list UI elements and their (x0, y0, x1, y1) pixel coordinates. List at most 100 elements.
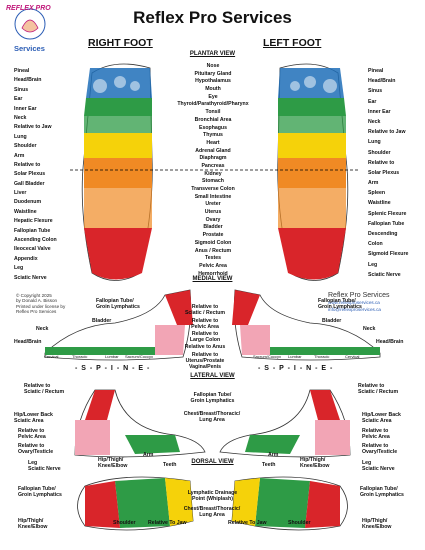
diagram-label: Shoulder (368, 149, 391, 156)
diagram-label: Anus / Rectum (194, 247, 232, 254)
lateral-view-heading: LATERAL VIEW (190, 373, 235, 379)
diagram-label: Thymus (203, 132, 223, 139)
diagram-label: Waistline (368, 200, 391, 207)
diagram-label: Leg (14, 265, 24, 272)
brand-url: www.reflexproservices.ca (328, 300, 380, 305)
diagram-label: Bronchial Area (194, 116, 232, 123)
left-foot-plantar (277, 63, 349, 281)
logo (8, 6, 52, 55)
copyright-line: Printed under license by (16, 303, 66, 309)
dorsal-shoulder-right: Shoulder (288, 520, 311, 526)
diagram-label: Lung (368, 139, 381, 146)
plantar-view-heading: PLANTAR VIEW (189, 51, 236, 57)
diagram-label: Relative to (14, 161, 41, 168)
diagram-label: Pineal (14, 68, 30, 74)
brand-name: Reflex Pro Services (328, 292, 390, 299)
diagram-label: Pineal (368, 68, 384, 74)
diagram-label: Neck (368, 118, 381, 125)
medial-neck-left: Neck (36, 326, 49, 332)
lateral-feet-diagram (74, 389, 351, 458)
diagram-label: Tonsil (205, 109, 221, 116)
diagram-label: Adrenal Gland (195, 147, 231, 154)
dorsal-teeth-right: Teeth (262, 462, 276, 468)
dorsal-hip-right: Hip/Thigh/Knee/Elbow (362, 518, 392, 530)
diagram-label: Nose (206, 63, 220, 69)
spine-part: Thoracic (72, 354, 88, 359)
dorsal-fallopian-left: Fallopian Tube/Groin Lymphatics (18, 486, 62, 498)
diagram-label: Diaphragm (199, 155, 227, 162)
medial-bladder-left: Bladder (92, 318, 112, 324)
diagram-label: Bladder (203, 224, 223, 231)
diagram-label: Arm (368, 180, 379, 187)
diagram-label: Stomach (202, 178, 224, 185)
diagram-label: Sigmoid Flexure (368, 251, 409, 258)
diagram-label: Testes (204, 255, 222, 262)
dorsal-chest: Chest/Breast/Thoracic/Lung Area (183, 506, 241, 518)
lateral-arm-right: Arm (268, 452, 279, 458)
medial-bladder-right: Bladder (322, 318, 342, 324)
diagram-label: Sigmoid Colon (194, 239, 232, 246)
dorsal-shoulder-left: Shoulder (113, 520, 136, 526)
dorsal-jaw-right: Relative To Jaw (228, 520, 267, 526)
spine-part: Cervical (44, 354, 59, 359)
medial-neck-right: Neck (363, 326, 376, 332)
copyright: © Copyright 2025 by Donald A. Bisson Pri… (16, 293, 65, 315)
diagram-label: Inner Ear (14, 105, 37, 112)
diagram-label: Heart (206, 139, 220, 146)
diagram-label: Kidney (204, 170, 222, 177)
diagram-label: Leg (368, 261, 378, 268)
diagram-label: Ureter (205, 201, 221, 208)
logo-line2: Services (14, 44, 45, 53)
diagram-label: Prostate (202, 232, 224, 239)
diagram-label: Sinus (368, 88, 383, 95)
copyright-line: Reflex Pro Services (16, 309, 57, 315)
diagram-label: Splenic Flexure (368, 210, 407, 217)
diagram-label: Arm (14, 152, 25, 159)
diagram-label: Spleen (368, 190, 386, 197)
spine-label-right: - S - P - I - N - E - (258, 365, 334, 372)
lateral-chest: Chest/Breast/Thoracic/Lung Area (183, 411, 241, 423)
logo-icon (14, 8, 46, 40)
plantar-feet-diagram (70, 63, 360, 281)
dorsal-jaw-left: Relative To Jaw (148, 520, 187, 526)
diagram-label: Descending (368, 231, 398, 237)
diagram-label: Fallopian Tube (368, 220, 405, 227)
right-foot-heading: RIGHT FOOT (88, 37, 153, 49)
diagram-label: Mouth (205, 86, 221, 93)
spine-part: Cervical (345, 354, 360, 359)
diagram-label: Pelvic Area (199, 262, 227, 269)
copyright-line: by Donald A. Bisson (16, 298, 58, 304)
spine-part: Lumbar (105, 354, 119, 359)
diagram-label: Head/Brain (14, 77, 42, 84)
diagram-label: Sinus (14, 86, 29, 93)
page-title: Reflex Pro Services (133, 8, 292, 27)
diagram-label: Uterus (204, 209, 222, 216)
diagram-label: Ascending Colon (14, 237, 57, 244)
spine-label-left: - S - P - I - N - E - (75, 365, 151, 372)
spine-part: Lumbar (288, 354, 302, 359)
medial-anus-label: Relative to Anus (184, 344, 226, 350)
dorsal-hip-left: Hip/Thigh/Knee/Elbow (18, 518, 48, 530)
logo-line1: REFLEX PRO (6, 5, 51, 12)
brand-block: Reflex Pro Services www.reflexproservice… (328, 292, 389, 313)
dorsal-view-heading: DORSAL VIEW (191, 459, 234, 465)
diagram-label: Sciatic Nerve (368, 271, 401, 278)
diagram-label: Hemorrhoid (198, 270, 228, 277)
lateral-arm-left: Arm (143, 452, 154, 458)
